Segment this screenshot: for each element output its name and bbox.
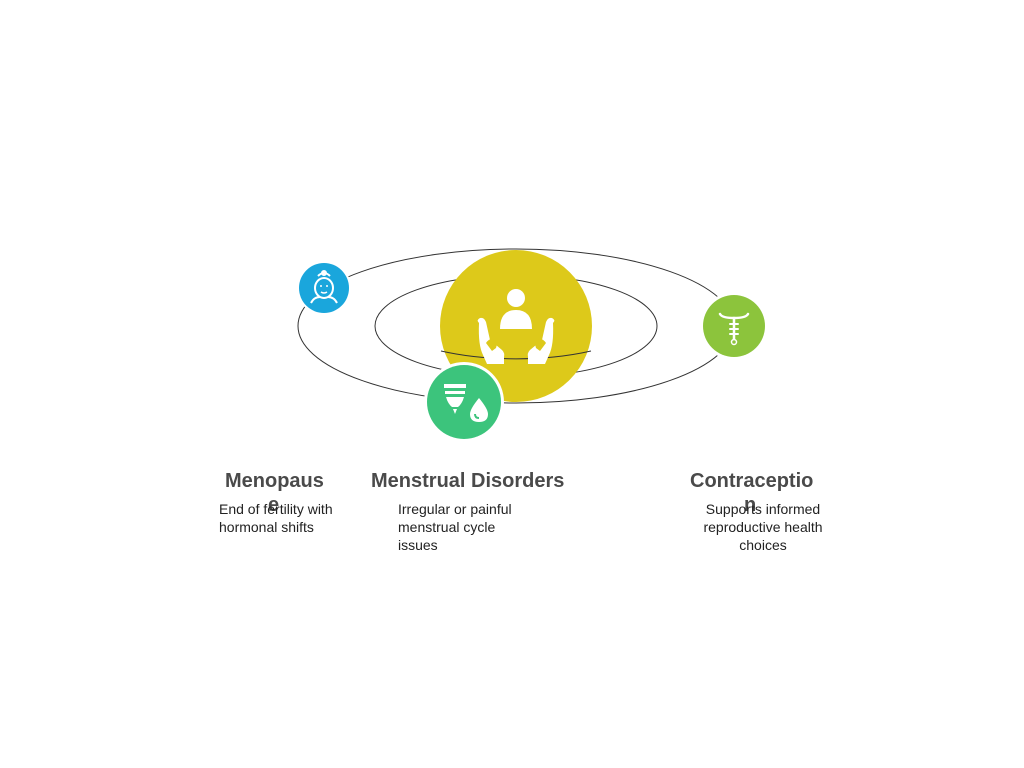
menopause-title-wrap: e xyxy=(268,494,280,516)
contraception-title: Contraceptio n xyxy=(690,468,814,516)
contraception-node[interactable] xyxy=(700,292,768,360)
menstrual-disorders-circle xyxy=(427,365,501,439)
menstrual-disorders-node[interactable] xyxy=(424,362,504,442)
menopause-description: End of fertility with hormonal shifts xyxy=(219,501,333,535)
contraception-title-wrap: n xyxy=(744,494,757,516)
menstrual-disorders-title: Menstrual Disorders xyxy=(371,470,565,492)
menstrual-cup-drop-icon xyxy=(444,384,488,422)
iud-icon xyxy=(718,312,750,346)
woman-face-icon xyxy=(310,270,338,304)
contraception-description: Supports informed reproductive health ch… xyxy=(703,501,823,553)
center-node xyxy=(440,250,592,402)
menstrual-disorders-description: Irregular or painful menstrual cycle iss… xyxy=(398,501,512,553)
contraception-title-main: Contraceptio xyxy=(690,470,814,492)
menopause-title-main: Menopaus xyxy=(225,470,324,492)
caring-hands-person-icon xyxy=(477,289,555,364)
menopause-title: Menopaus e xyxy=(225,468,324,516)
inner-orbit-front-arc xyxy=(440,350,592,360)
menopause-node[interactable] xyxy=(297,261,351,315)
